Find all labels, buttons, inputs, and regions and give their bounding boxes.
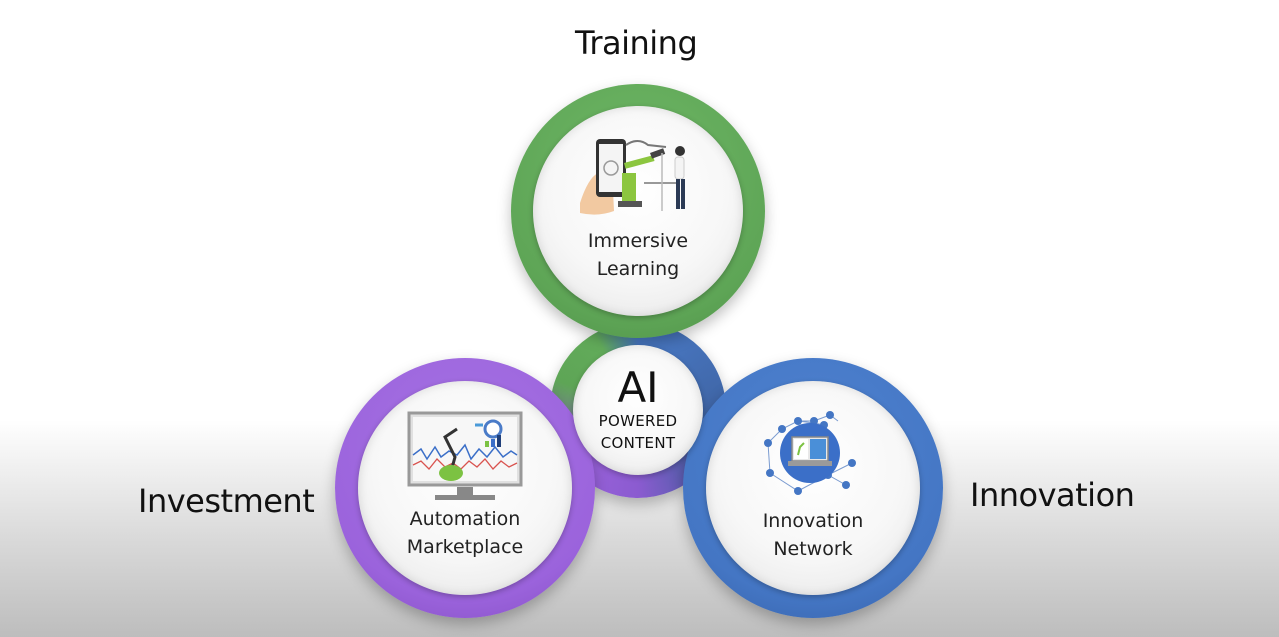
training-disc: Immersive Learning xyxy=(533,106,743,316)
investment-label-line2: Marketplace xyxy=(406,536,524,558)
category-label-training: Training xyxy=(575,24,698,62)
center-line2: CONTENT xyxy=(600,434,676,452)
vr-robot-training-icon xyxy=(578,133,698,223)
innovation-label-line1: Innovation xyxy=(762,510,864,532)
center-disc: AI POWERED CONTENT xyxy=(573,345,703,475)
category-label-innovation: Innovation xyxy=(970,476,1135,514)
innovation-disc: Innovation Network xyxy=(706,381,920,595)
innovation-label-line2: Network xyxy=(773,538,853,560)
investment-disc: Automation Marketplace xyxy=(358,381,572,595)
robot-monitor-analytics-icon xyxy=(407,411,523,503)
center-line1: POWERED xyxy=(598,412,678,430)
training-label-line1: Immersive xyxy=(587,230,689,252)
investment-label-line1: Automation xyxy=(409,508,521,530)
category-label-investment: Investment xyxy=(138,482,315,520)
center-title: AI xyxy=(617,363,659,412)
laptop-network-icon xyxy=(758,407,868,507)
training-label-line2: Learning xyxy=(596,258,680,280)
